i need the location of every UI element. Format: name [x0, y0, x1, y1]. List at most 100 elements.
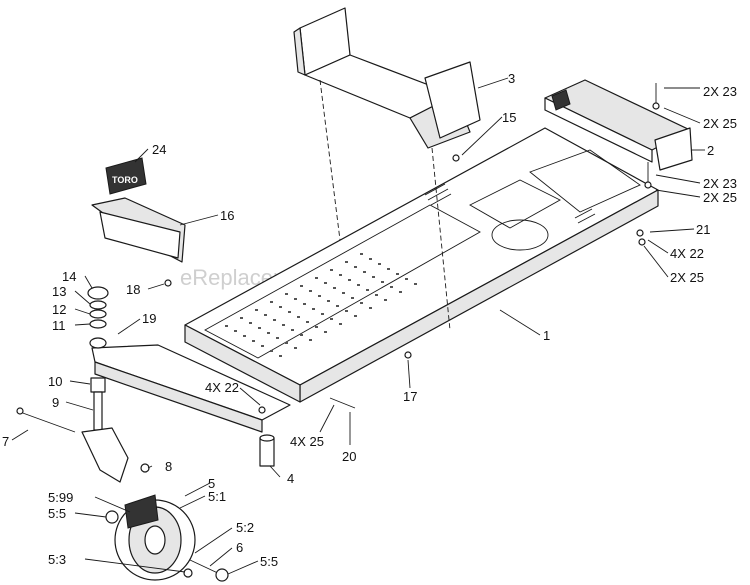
- callout-2x25-c: 2X 25: [670, 270, 704, 285]
- floor-hole: [336, 305, 339, 307]
- callout-11: 11: [52, 318, 66, 333]
- callout-5-5-b: 5:5: [260, 554, 278, 569]
- floor-hole: [348, 279, 351, 281]
- callout-21: 21: [696, 222, 710, 237]
- floor-hole: [297, 316, 300, 318]
- floor-hole: [345, 261, 348, 263]
- callout-12: 12: [52, 302, 66, 317]
- floor-hole: [309, 290, 312, 292]
- callout-18: 18: [126, 282, 140, 297]
- floor-hole: [369, 307, 372, 309]
- floor-hole: [387, 268, 390, 270]
- floor-hole: [261, 345, 264, 347]
- rear-cross-bar: [544, 79, 693, 171]
- callout-4: 4: [287, 471, 294, 486]
- leader-lines: [11, 77, 705, 575]
- callout-2x23-a: 2X 23: [703, 84, 737, 99]
- rear-bolts: [636, 83, 660, 246]
- decal: TORO: [105, 157, 147, 195]
- floor-hole: [375, 294, 378, 296]
- bolt-22: [258, 406, 266, 414]
- floor-hole: [303, 303, 306, 305]
- floor-hole: [366, 289, 369, 291]
- floor-hole: [354, 315, 357, 317]
- floor-hole: [342, 292, 345, 294]
- floor-hole: [360, 253, 363, 255]
- callout-14: 14: [62, 269, 76, 284]
- floor-hole: [279, 306, 282, 308]
- floor-hole: [369, 258, 372, 260]
- callout-17: 17: [403, 389, 417, 404]
- floor-hole: [306, 321, 309, 323]
- front-shield: [91, 197, 186, 263]
- floor-hole: [252, 340, 255, 342]
- floor-hole: [243, 335, 246, 337]
- floor-hole: [234, 330, 237, 332]
- callout-4x25: 4X 25: [290, 434, 324, 449]
- decal-text: TORO: [112, 175, 138, 185]
- floor-hole: [330, 318, 333, 320]
- floor-hole: [270, 350, 273, 352]
- floor-hole: [282, 324, 285, 326]
- callout-10: 10: [48, 374, 62, 389]
- floor-hole: [225, 325, 228, 327]
- callout-5-1: 5:1: [208, 489, 226, 504]
- callout-5: 5: [208, 476, 215, 491]
- seat-support: [293, 7, 481, 331]
- floor-hole: [315, 326, 318, 328]
- callout-4x22-b: 4X 22: [205, 380, 239, 395]
- floor-hole: [267, 332, 270, 334]
- floor-hole: [360, 302, 363, 304]
- bolt-20: [329, 397, 356, 409]
- callout-2x23-b: 2X 23: [703, 176, 737, 191]
- callout-8: 8: [165, 459, 172, 474]
- callout-3: 3: [508, 71, 515, 86]
- callout-4x22-a: 4X 22: [670, 246, 704, 261]
- floor-hole: [324, 331, 327, 333]
- bolt-17: [404, 351, 412, 359]
- callout-1: 1: [543, 328, 550, 343]
- floor-hole: [333, 287, 336, 289]
- floor-hole: [339, 274, 342, 276]
- floor-hole: [378, 263, 381, 265]
- wheel: [105, 494, 229, 582]
- callout-9: 9: [52, 395, 59, 410]
- floor-hole: [300, 285, 303, 287]
- callout-6: 6: [236, 540, 243, 555]
- callout-19: 19: [142, 311, 156, 326]
- floor-hole: [324, 282, 327, 284]
- floor-hole: [279, 355, 282, 357]
- floor-hole: [384, 299, 387, 301]
- floor-hole: [312, 308, 315, 310]
- floor-hole: [396, 273, 399, 275]
- callout-13: 13: [52, 284, 66, 299]
- callout-5-99: 5:99: [48, 490, 73, 505]
- floor-hole: [273, 319, 276, 321]
- floor-hole: [315, 277, 318, 279]
- floor-hole: [285, 293, 288, 295]
- floor-hole: [390, 286, 393, 288]
- floor-hole: [318, 295, 321, 297]
- floor-hole: [300, 334, 303, 336]
- floor-hole: [351, 297, 354, 299]
- floor-hole: [294, 298, 297, 300]
- callout-24: 24: [152, 142, 166, 157]
- callout-labels: 3 2X 23 2X 25 2 2X 23 2X 25 21 4X 22 2X …: [2, 71, 737, 569]
- callout-2x25-b: 2X 25: [703, 190, 737, 205]
- bolt-18: [164, 279, 172, 287]
- callout-5-5-a: 5:5: [48, 506, 66, 521]
- caster-assembly: [16, 286, 291, 483]
- callout-20: 20: [342, 449, 356, 464]
- callout-16: 16: [220, 208, 234, 223]
- floor-hole: [339, 323, 342, 325]
- floor-hole: [414, 283, 417, 285]
- floor-hole: [354, 266, 357, 268]
- floor-hole: [357, 284, 360, 286]
- floor-hole: [258, 327, 261, 329]
- floor-hole: [381, 281, 384, 283]
- floor-hole: [288, 311, 291, 313]
- callout-5-2: 5:2: [236, 520, 254, 535]
- floor-hole: [327, 300, 330, 302]
